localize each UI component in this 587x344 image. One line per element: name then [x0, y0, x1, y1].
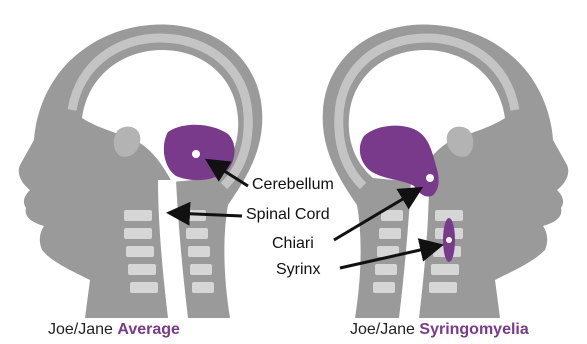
right-chiari-dot	[426, 174, 434, 182]
caption-syringomyelia-prefix: Joe/Jane	[350, 321, 415, 338]
right-syrinx-dot	[446, 237, 452, 243]
label-spinal-cord: Spinal Cord	[246, 207, 330, 223]
label-syrinx: Syrinx	[276, 262, 320, 278]
caption-syringomyelia-highlight: Syringomyelia	[419, 321, 528, 338]
left-cerebellum-dot	[192, 150, 200, 158]
caption-average-highlight: Average	[117, 321, 180, 338]
label-cerebellum: Cerebellum	[252, 177, 334, 193]
caption-average-prefix: Joe/Jane	[48, 321, 113, 338]
caption-average: Joe/Jane Average	[48, 322, 180, 338]
right-head-syringomyelia	[323, 25, 569, 318]
label-chiari: Chiari	[272, 236, 314, 252]
caption-syringomyelia: Joe/Jane Syringomyelia	[350, 322, 529, 338]
